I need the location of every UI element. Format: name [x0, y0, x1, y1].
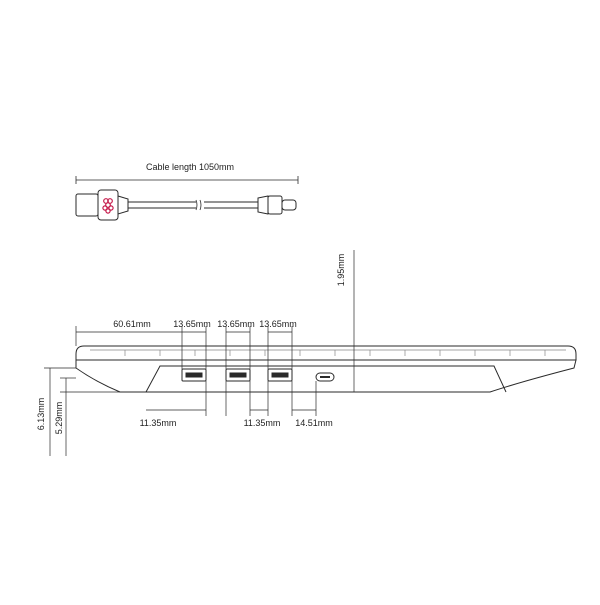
dim-offset-60: 60.61mm: [113, 319, 151, 329]
cable-length-dimension: [75, 176, 299, 184]
dim-gap-2: 11.35mm: [244, 418, 281, 428]
dim-height-top: 1.95mm: [336, 254, 346, 287]
dim-port-width-3: 13.65mm: [259, 319, 297, 329]
dimension-lines: [44, 250, 360, 456]
usb-a-port-2: [225, 368, 251, 382]
raspberry-logo-icon: [102, 198, 114, 214]
keyboard-side-view: [75, 345, 577, 393]
usb-a-plug: [75, 189, 129, 221]
key-row: [90, 349, 566, 356]
cable-length-label: Cable length 1050mm: [146, 162, 234, 172]
dim-port-width-2: 13.65mm: [217, 319, 255, 329]
cable-wire: [128, 199, 258, 211]
dim-port-width-1: 13.65mm: [173, 319, 211, 329]
usb-a-port-3: [267, 368, 293, 382]
dim-height-total: 6.13mm: [36, 398, 46, 431]
usb-c-port: [315, 372, 335, 382]
cable-drawing: [75, 176, 299, 221]
dim-gap-1: 11.35mm: [140, 418, 177, 428]
dim-height-front: 5.29mm: [54, 402, 64, 435]
usb-a-port-1: [181, 368, 207, 382]
dim-gap-3: 14.51mm: [295, 418, 333, 428]
usb-c-plug: [257, 195, 297, 215]
